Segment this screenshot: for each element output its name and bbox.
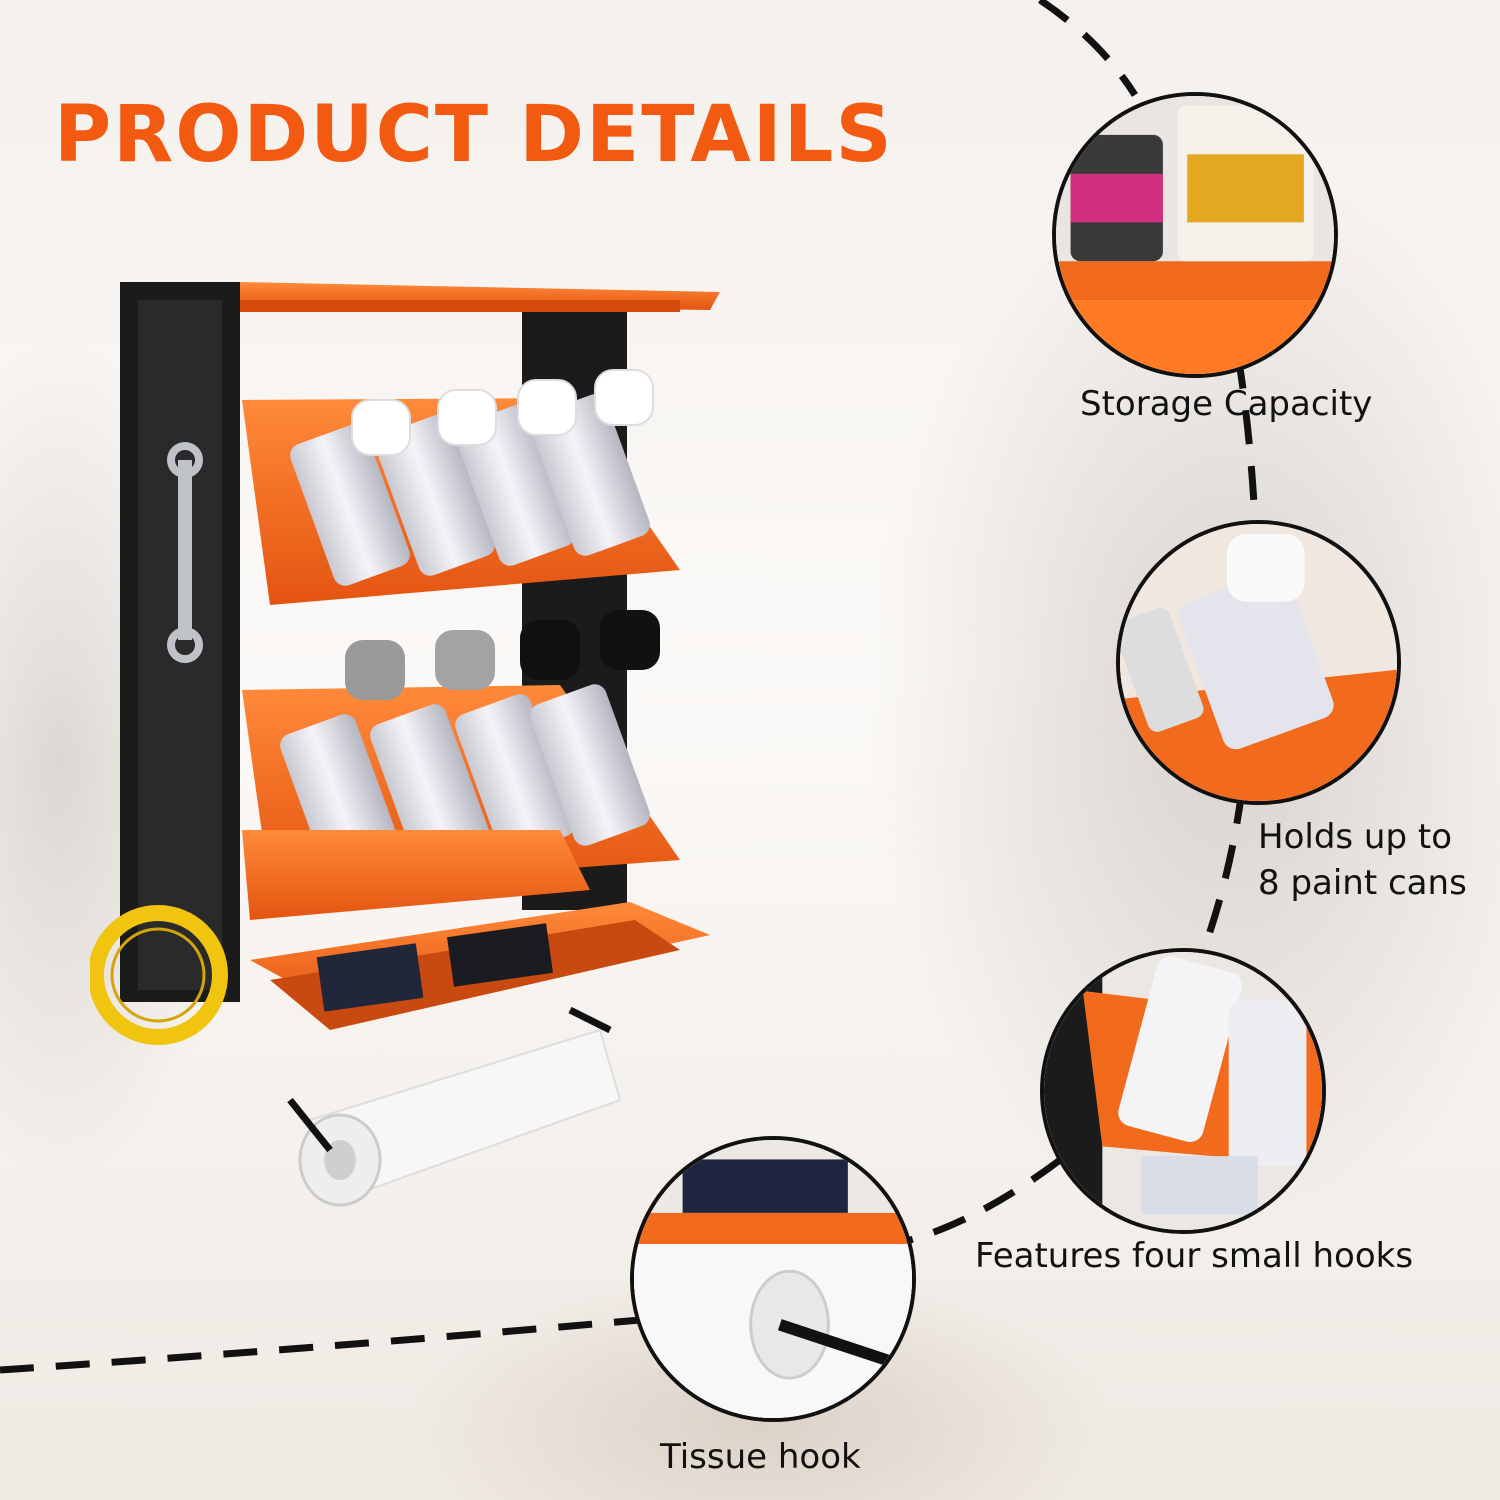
shelf-lower [242, 610, 680, 890]
page-title: PRODUCT DETAILS [54, 90, 894, 180]
feature-bubble-hooks [1040, 948, 1326, 1234]
feature-label-cans: Holds up to 8 paint cans [1258, 815, 1467, 907]
feature-bubble-tissue [630, 1136, 916, 1422]
shelf-upper [242, 369, 680, 605]
tape-roll-icon [90, 905, 228, 1045]
feature-label-tissue: Tissue hook [660, 1437, 861, 1477]
spray-can-rack [90, 282, 720, 1207]
feature-label-cans-line1: Holds up to [1258, 817, 1452, 857]
feature-label-hooks: Features four small hooks [975, 1236, 1414, 1276]
feature-bubble-cans [1116, 520, 1401, 805]
feature-label-storage: Storage Capacity [1080, 384, 1373, 424]
feature-bubble-storage [1052, 92, 1338, 378]
wrench-icon [167, 442, 203, 663]
feature-label-cans-line2: 8 paint cans [1258, 862, 1467, 903]
paper-towel-icon [287, 1006, 622, 1207]
